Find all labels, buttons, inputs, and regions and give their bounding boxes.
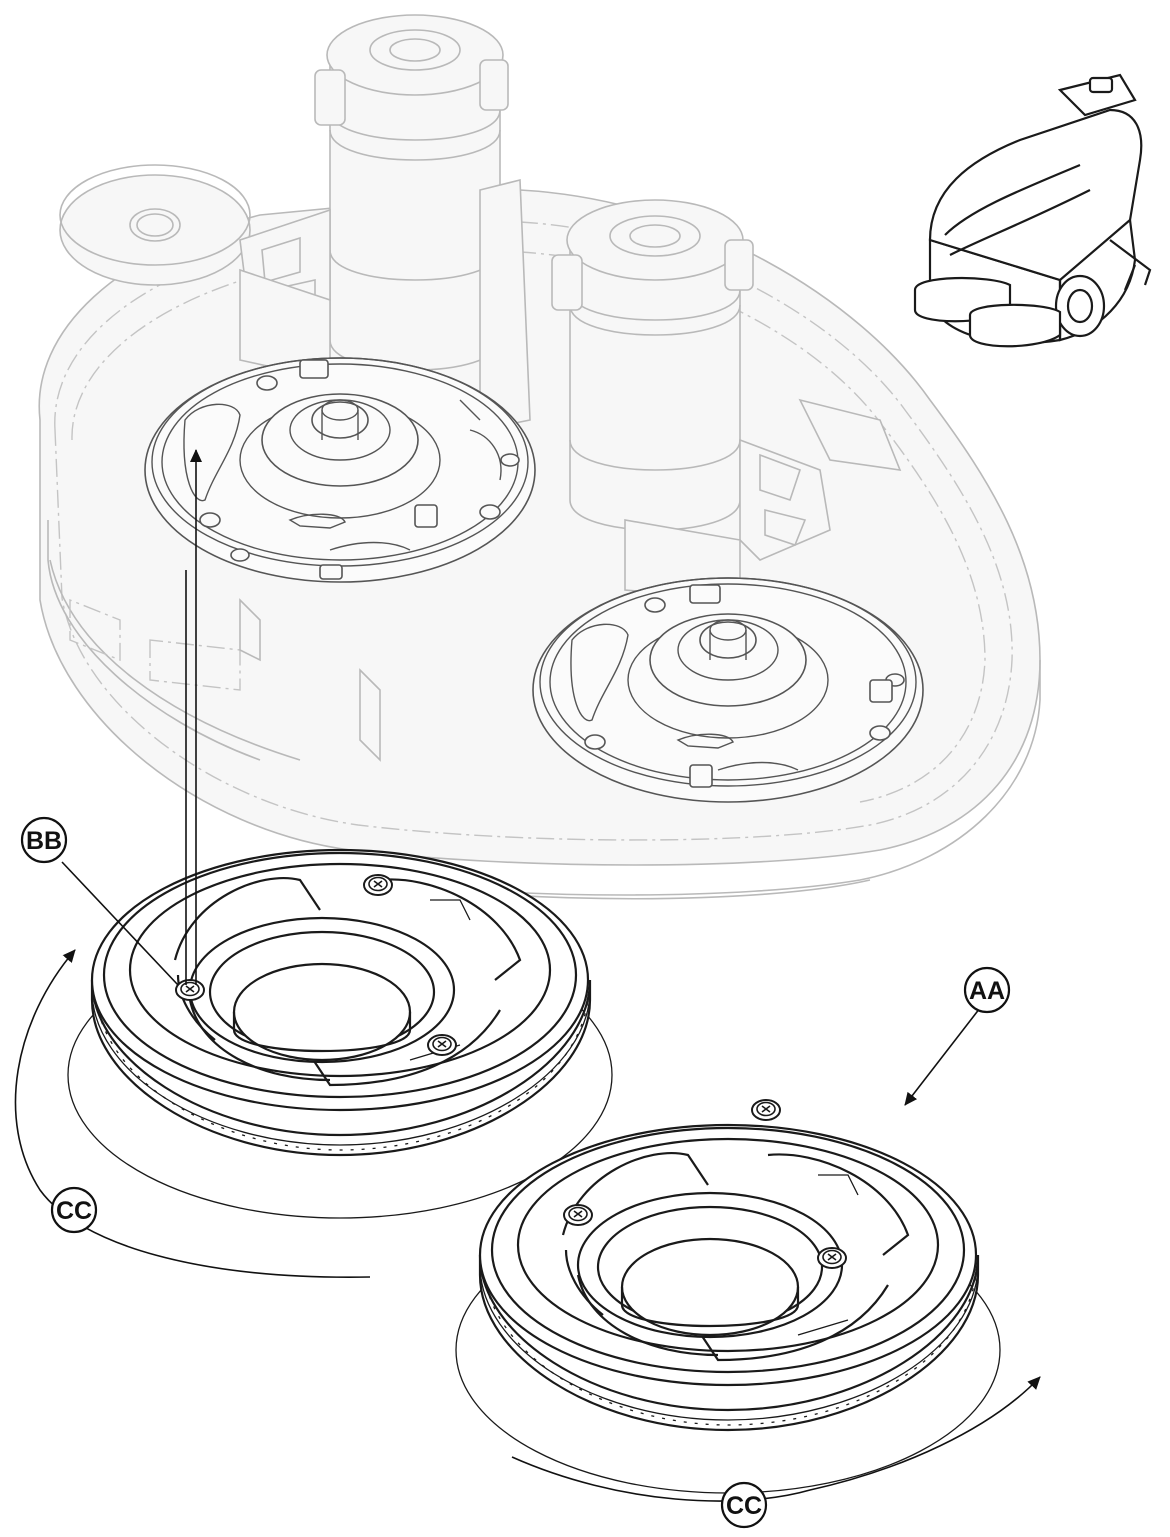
pad-driver-left <box>67 848 613 1219</box>
pad-driver-right <box>455 1099 1001 1494</box>
callout-cc-bottom: CC <box>720 1481 768 1529</box>
alignment-leaders <box>61 449 981 1106</box>
callout-bb-label: BB <box>26 827 62 855</box>
drive-hub-plate-left <box>144 357 536 583</box>
rotation-arrow-icon <box>14 949 1041 1502</box>
callout-cc-left: CC <box>50 1186 98 1234</box>
brush-motor-left <box>239 14 531 431</box>
callout-bb: BB <box>20 816 68 864</box>
callout-aa: AA <box>963 966 1011 1014</box>
callout-cc-bottom-label: CC <box>726 1492 762 1520</box>
floor-scrubber-icon <box>913 73 1152 348</box>
callout-aa-label: AA <box>969 977 1005 1005</box>
drive-hub-plate-right <box>532 577 924 803</box>
callout-cc-left-label: CC <box>56 1197 92 1225</box>
brush-motor-right <box>551 199 831 601</box>
